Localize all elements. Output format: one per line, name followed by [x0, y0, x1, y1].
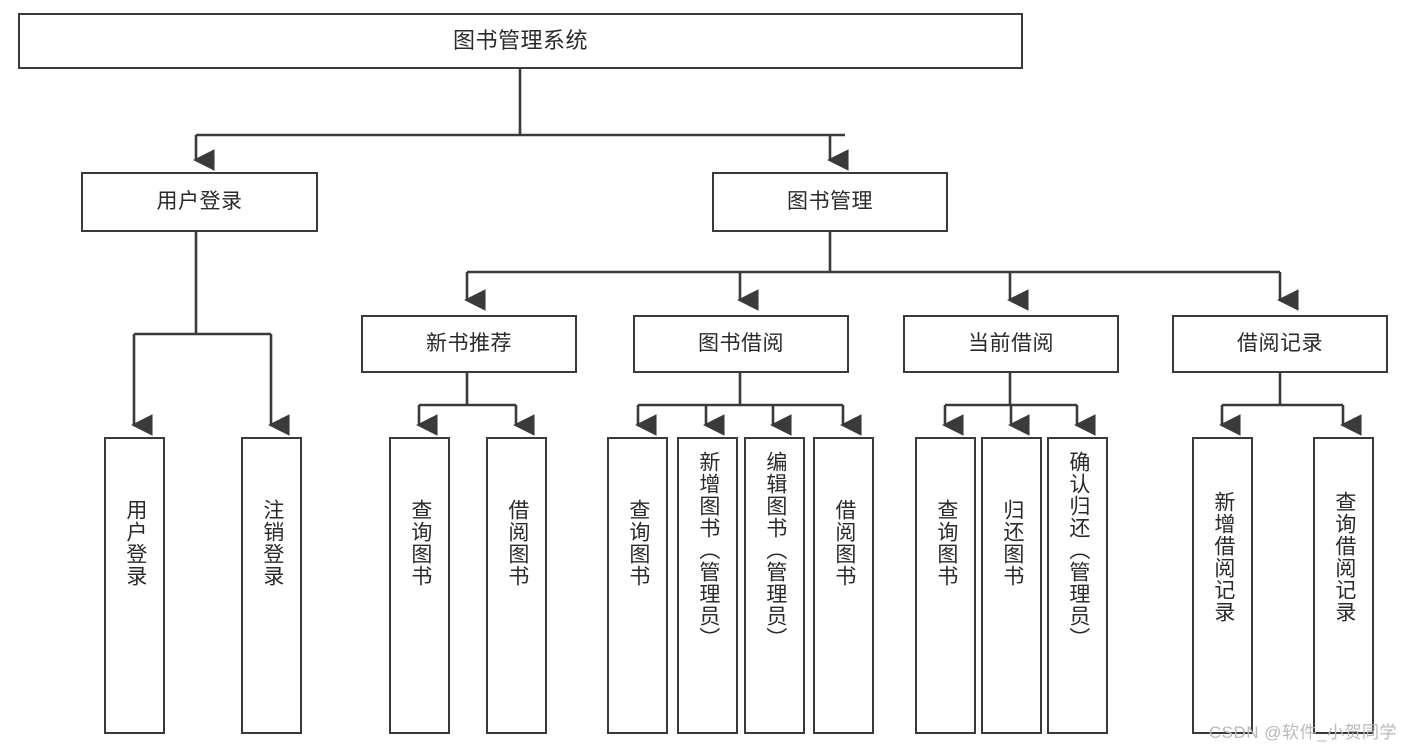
node-label: 图书管理 [787, 189, 873, 213]
node-label: 查询图书 [626, 499, 650, 587]
node-label: 查询图书 [934, 499, 958, 587]
node-label: 借阅记录 [1237, 331, 1323, 355]
watermark-text: CSDN @软件_小贺同学 [1208, 723, 1397, 742]
node-label: 图书借阅 [698, 331, 784, 355]
leaf-user-login[interactable]: 用户登录 [104, 437, 165, 734]
node-new-book-recommend[interactable]: 新书推荐 [361, 315, 577, 373]
node-root-system[interactable]: 图书管理系统 [18, 13, 1023, 69]
leaf-confirm-return-admin[interactable]: 确认归还（管理员） [1047, 437, 1108, 734]
leaf-add-borrow-record[interactable]: 新增借阅记录 [1192, 437, 1253, 734]
node-label: 查询图书 [408, 499, 432, 587]
leaf-add-book-admin[interactable]: 新增图书（管理员） [677, 437, 738, 734]
leaf-query-book-recommend[interactable]: 查询图书 [389, 437, 450, 734]
leaf-return-book[interactable]: 归还图书 [981, 437, 1042, 734]
leaf-edit-book-admin[interactable]: 编辑图书（管理员） [744, 437, 805, 734]
node-label: 新增借阅记录 [1211, 491, 1235, 623]
node-book-borrow[interactable]: 图书借阅 [633, 315, 849, 373]
node-label: 确认归还（管理员） [1066, 451, 1090, 649]
leaf-query-borrow-record[interactable]: 查询借阅记录 [1313, 437, 1374, 734]
node-current-borrow[interactable]: 当前借阅 [903, 315, 1119, 373]
node-label: 归还图书 [1000, 499, 1024, 587]
leaf-borrow-book-recommend[interactable]: 借阅图书 [486, 437, 547, 734]
node-label: 编辑图书（管理员） [763, 451, 787, 649]
node-label: 借阅图书 [505, 499, 529, 587]
leaf-borrow-book[interactable]: 借阅图书 [813, 437, 874, 734]
leaf-logout[interactable]: 注销登录 [241, 437, 302, 734]
node-user-login[interactable]: 用户登录 [81, 172, 318, 232]
node-label: 当前借阅 [968, 331, 1054, 355]
node-borrow-record[interactable]: 借阅记录 [1172, 315, 1388, 373]
node-label: 图书管理系统 [452, 28, 588, 54]
node-label: 注销登录 [260, 499, 284, 587]
node-label: 查询借阅记录 [1332, 491, 1356, 623]
node-label: 新增图书（管理员） [696, 451, 720, 649]
node-label: 用户登录 [156, 189, 243, 213]
node-label: 新书推荐 [426, 331, 512, 355]
leaf-query-book-borrow[interactable]: 查询图书 [607, 437, 668, 734]
node-label: 用户登录 [123, 499, 147, 587]
leaf-query-book-current[interactable]: 查询图书 [915, 437, 976, 734]
node-book-management[interactable]: 图书管理 [712, 172, 948, 232]
node-label: 借阅图书 [832, 499, 856, 587]
